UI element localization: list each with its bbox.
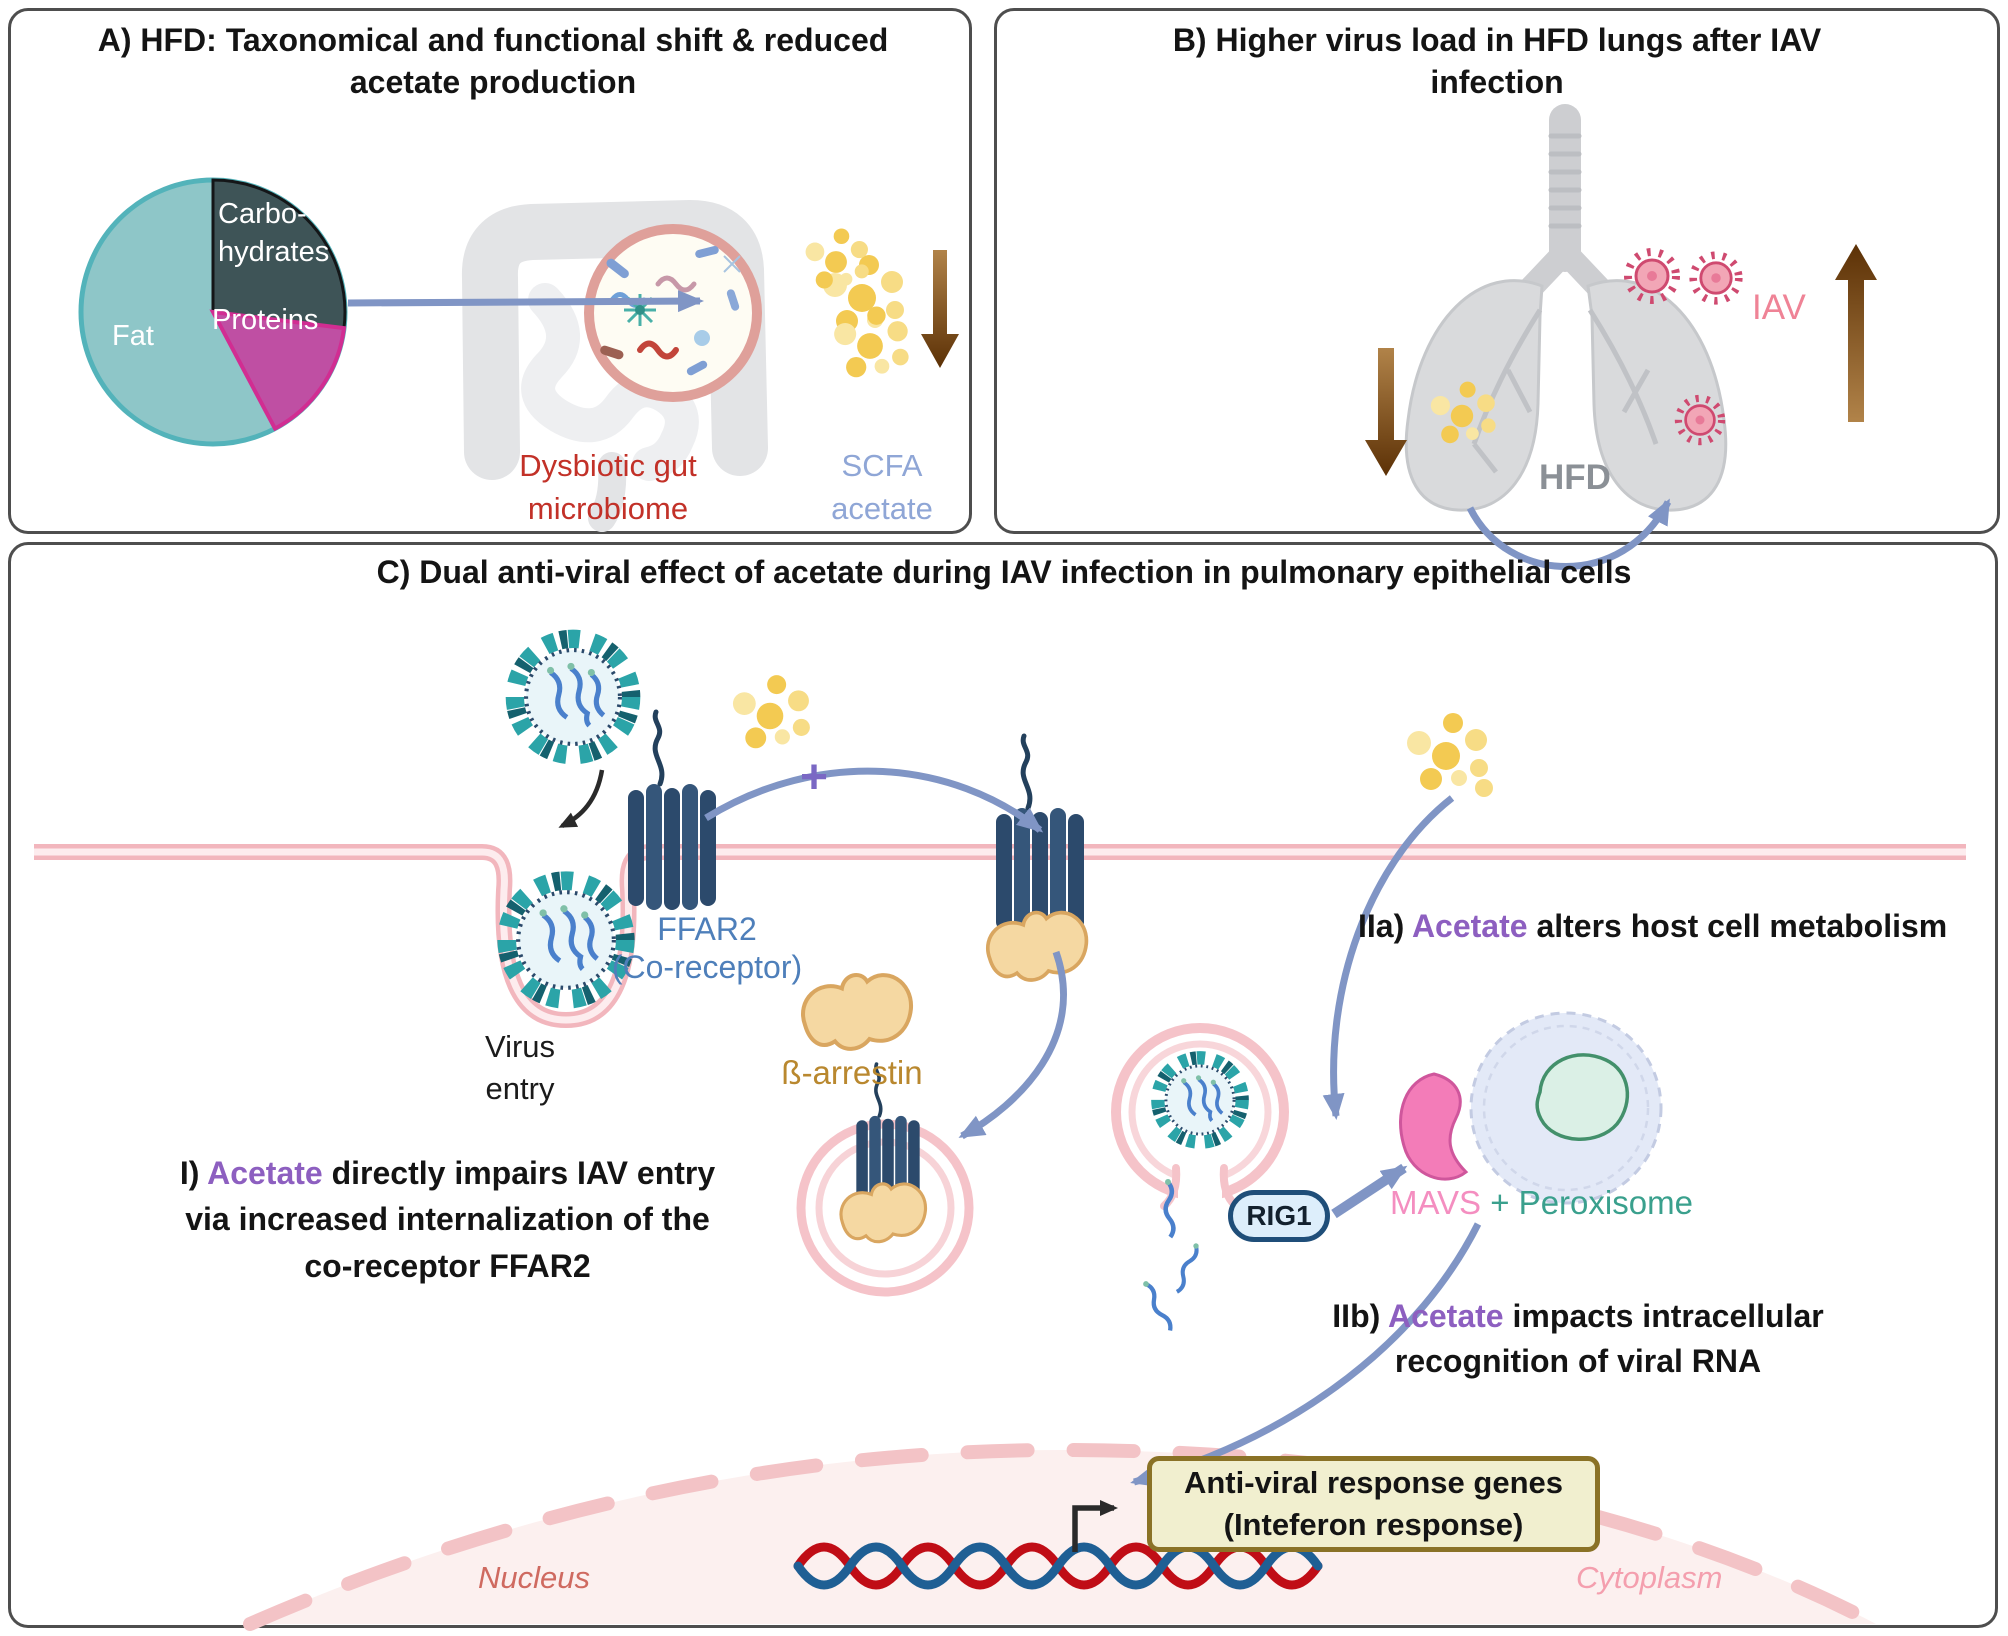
peroxisome-label: + Peroxisome (1481, 1184, 1693, 1221)
point-iib-rest: impacts intracellular recognition of vir… (1394, 1298, 1824, 1379)
nucleus-envelope (243, 1442, 1883, 1631)
dysbiotic-microbiome-circle (584, 224, 762, 402)
endosome-with-virus (1111, 1023, 1289, 1210)
point-iia-prefix: IIa) (1358, 908, 1412, 944)
pie-label-proteins: Proteins (212, 304, 319, 336)
ffar2-receptor-activated (996, 736, 1084, 934)
annotation-point-i: I) Acetate directly impairs IAV entry vi… (165, 1150, 730, 1289)
iav-virus-icon (1693, 255, 1739, 301)
rig1-badge: RIG1 (1228, 1190, 1330, 1242)
antiviral-genes-box: Anti-viral response genes (Inteferon res… (1147, 1456, 1600, 1552)
point-i-acetate: Acetate (207, 1155, 323, 1191)
pie-to-microbiome-arrow (347, 290, 704, 313)
acetate-dots-panel-a (805, 228, 909, 378)
pie-label-carbohydrates: Carbo- hydrates (218, 198, 330, 268)
dysbiotic-gut-label: Dysbiotic gut microbiome (519, 448, 697, 527)
acetate-dots-iia (1407, 713, 1493, 797)
ffar2-label: FFAR2 (Co-receptor) (611, 911, 803, 986)
virus-approach-arrow (558, 769, 605, 829)
acetate-decrease-arrow-a (921, 250, 959, 368)
panel-a-title: A) HFD: Taxonomical and functional shift… (97, 22, 889, 100)
cytoplasm-label: Cytoplasm (1576, 1560, 1723, 1595)
annotation-point-iib: IIb) Acetate impacts intracellular recog… (1295, 1294, 1861, 1384)
receptor-internalization-arrow (958, 950, 1067, 1140)
acetate-decrease-arrow-b (1365, 348, 1407, 476)
transcription-arrow (1072, 1500, 1118, 1552)
acetate-metabolism-arrow (1322, 795, 1455, 1120)
acetate-activation-arrow (704, 767, 1044, 833)
iav-virion-free (515, 639, 631, 755)
point-iib-prefix: IIb) (1332, 1298, 1388, 1334)
mavs-label: MAVS (1390, 1184, 1482, 1221)
virus-entry-label: Virus entry (484, 1029, 556, 1106)
hfd-to-lung-arrow (1466, 498, 1672, 570)
antiviral-genes-label: Anti-viral response genes (Inteferon res… (1183, 1465, 1563, 1542)
panel-c (8, 542, 1998, 1628)
dna-strand-blue (793, 1542, 1323, 1590)
point-iib-acetate: Acetate (1387, 1298, 1504, 1334)
acetate-plus-sign: + (800, 751, 829, 804)
ffar2-receptor (628, 712, 716, 910)
viral-rna (1162, 1242, 1212, 1292)
scfa-acetate-label: SCFA acetate (831, 448, 933, 527)
acetate-dots-membrane (732, 675, 810, 749)
arrestin-label: ß-arrestin (781, 1054, 923, 1091)
point-iia-rest: alters host cell metabolism (1527, 908, 1948, 944)
nucleus-label: Nucleus (478, 1560, 590, 1595)
panel-b-title: B) Higher virus load in HFD lungs after … (1172, 22, 1822, 100)
viral-rna (1143, 1279, 1171, 1332)
pie-label-fat: Fat (112, 320, 154, 352)
annotation-point-iia: IIa) Acetate alters host cell metabolism (1358, 908, 1947, 945)
internalized-vesicle (796, 1062, 974, 1297)
iav-label: IAV (1752, 288, 1806, 327)
rig1-label: RIG1 (1246, 1200, 1312, 1231)
lungs-illustration (1404, 104, 1728, 512)
panel-c-title: C) Dual anti-viral effect of acetate dur… (376, 554, 1632, 590)
diet-pie-chart (78, 177, 348, 447)
iav-increase-arrow (1835, 244, 1877, 422)
mavs-protein (1399, 1072, 1469, 1181)
peroxisome (1469, 1011, 1663, 1205)
hfd-label: HFD (1539, 458, 1611, 497)
mavs-peroxisome-label: MAVS + Peroxisome (1390, 1184, 1693, 1222)
point-i-prefix: I) (179, 1155, 208, 1191)
point-iia-acetate: Acetate (1411, 908, 1528, 944)
point-i-rest: directly impairs IAV entry via increased… (185, 1155, 716, 1284)
rig1-to-mavs-arrow (1331, 1163, 1408, 1219)
